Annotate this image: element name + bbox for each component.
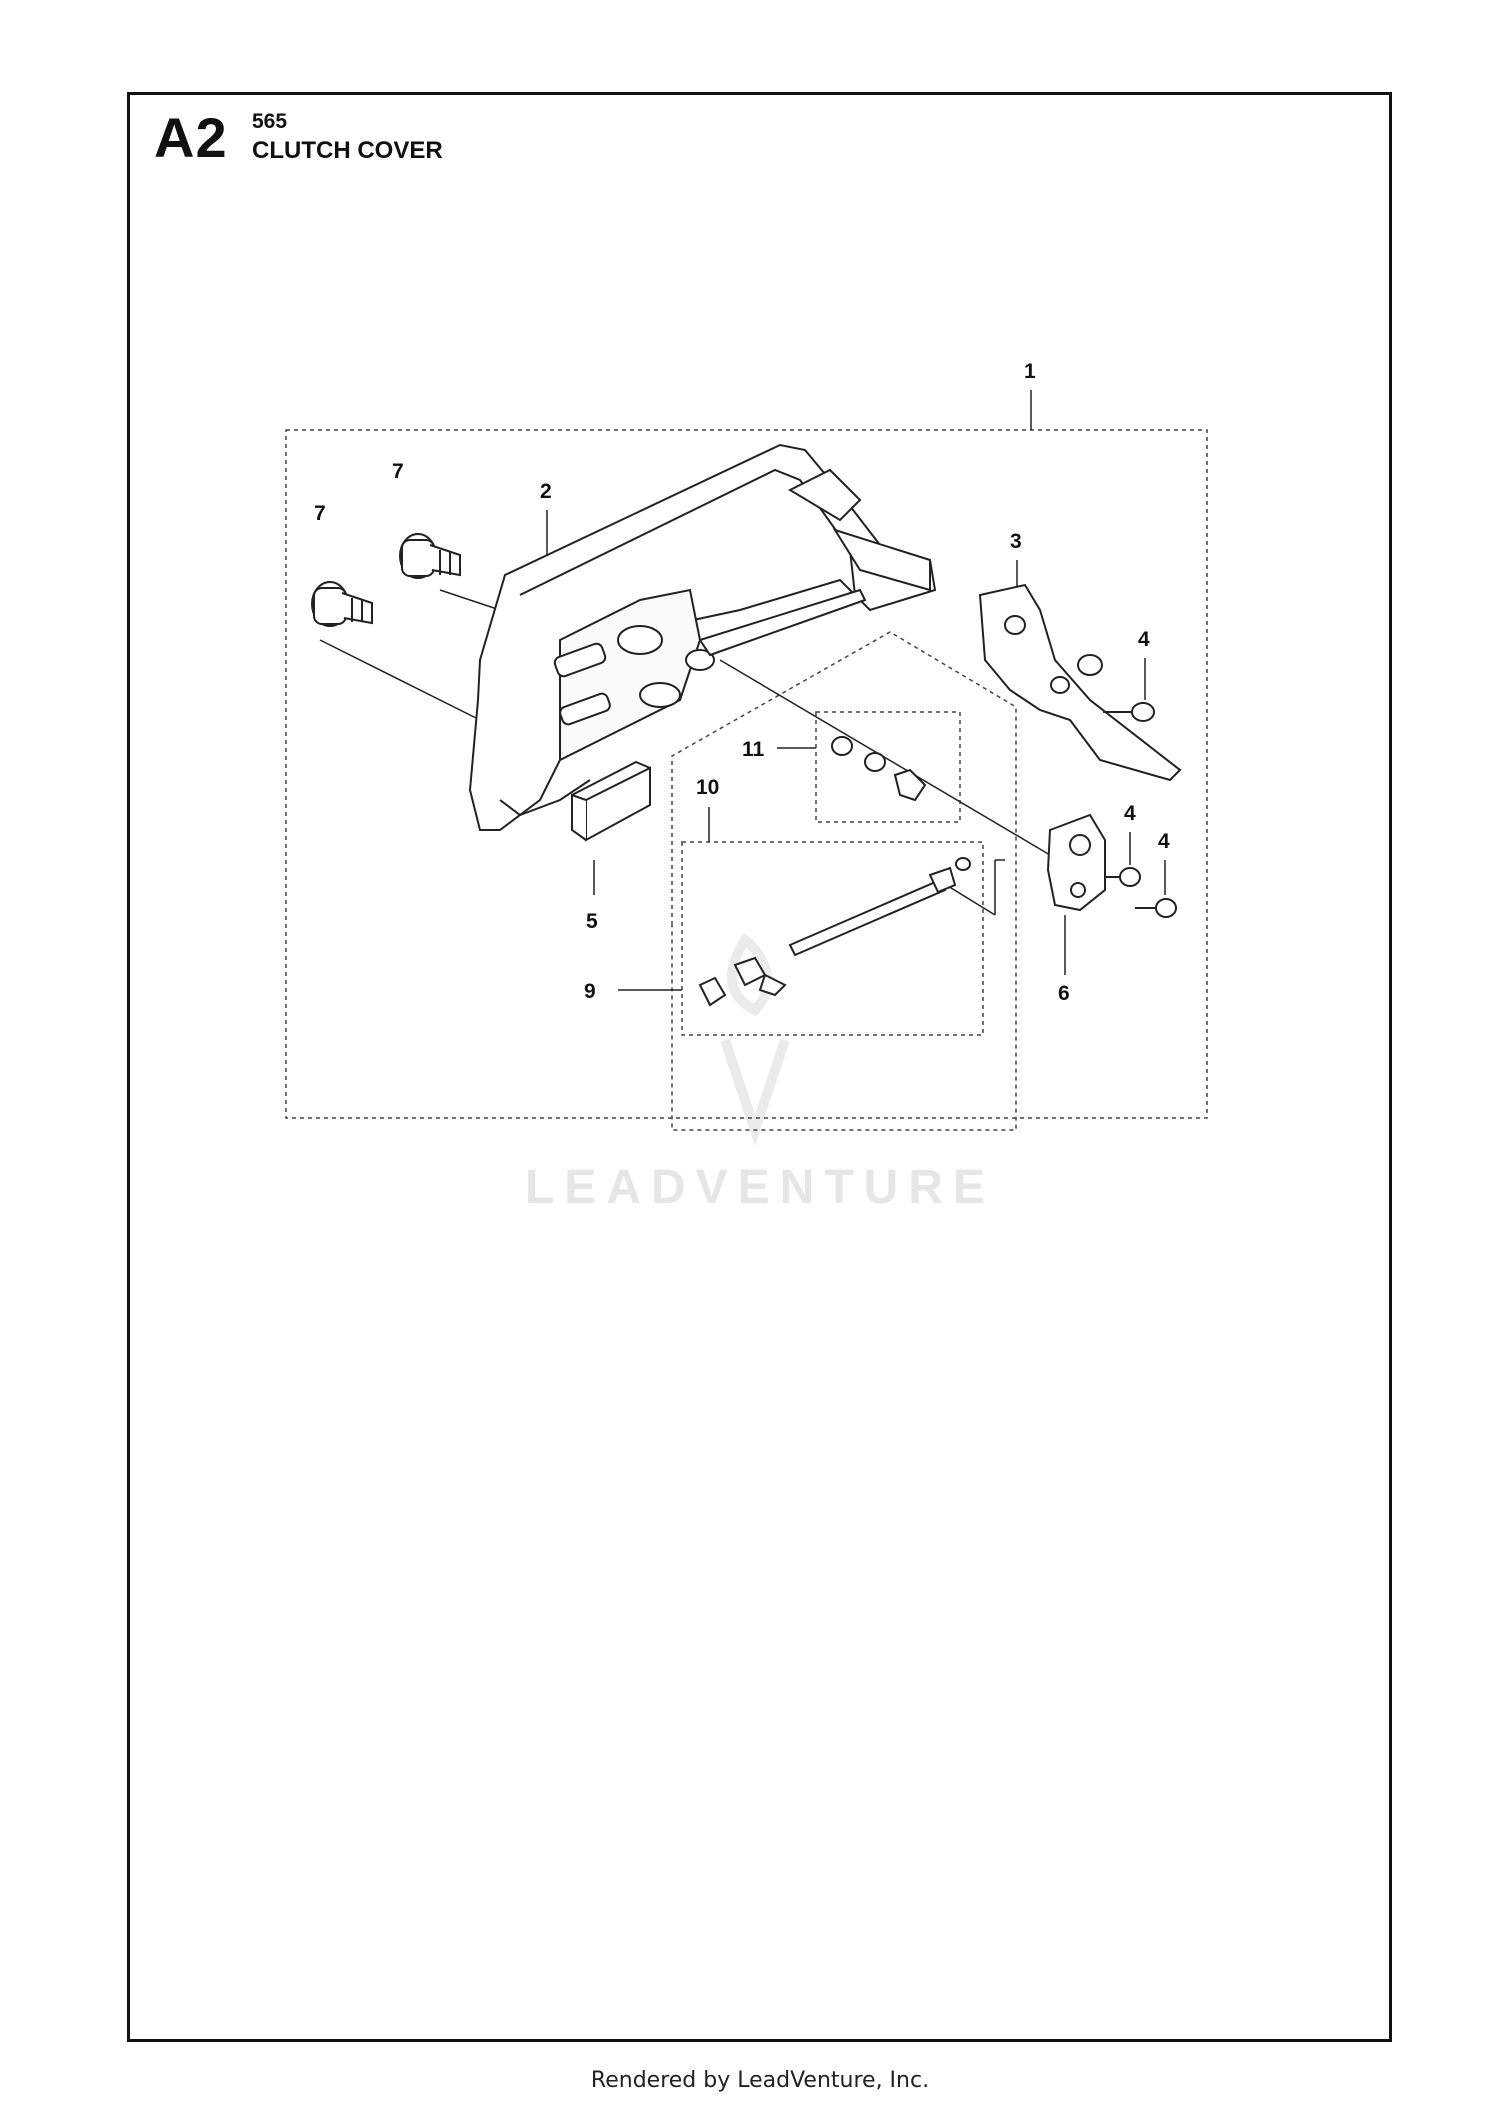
part-5-pad xyxy=(571,760,651,842)
part-2-clutch-cover xyxy=(468,443,937,831)
part-11-hardware xyxy=(831,736,927,802)
callout-11: 11 xyxy=(742,738,765,761)
section-title: CLUTCH COVER xyxy=(252,137,443,164)
callout-5: 5 xyxy=(586,910,598,933)
kit-box-10 xyxy=(681,841,984,1036)
drawing-frame xyxy=(127,92,1392,2042)
callout-7-lower: 7 xyxy=(314,502,326,525)
part-7-cap-upper xyxy=(399,533,461,579)
part-7-cap-lower xyxy=(311,581,373,627)
kit-box-11 xyxy=(815,711,961,823)
assembly-box-outer xyxy=(671,631,1017,1131)
watermark: LEADVENTURE xyxy=(524,1161,996,1214)
part-4-screws xyxy=(1103,702,1177,918)
callout-7-upper: 7 xyxy=(392,460,404,483)
callout-2: 2 xyxy=(540,480,552,503)
assembly-box-1 xyxy=(285,429,1208,1119)
callout-3: 3 xyxy=(1010,530,1022,553)
part-10-tensioner xyxy=(733,857,971,997)
part-9-nut xyxy=(698,976,727,1007)
callout-labels: 1 2 3 4 4 4 5 6 7 7 9 10 11 xyxy=(314,360,1170,1005)
group-boxes xyxy=(285,429,1208,1131)
leader-lines xyxy=(319,390,1166,991)
model-number: 565 xyxy=(252,110,288,133)
callout-9: 9 xyxy=(584,980,596,1003)
callout-6: 6 xyxy=(1058,982,1070,1005)
part-3-plate xyxy=(978,583,1182,782)
callout-4-mid: 4 xyxy=(1124,802,1136,825)
callout-4-right: 4 xyxy=(1158,830,1170,853)
callout-10: 10 xyxy=(696,776,719,799)
part-6-bracket xyxy=(1046,813,1106,912)
footer-credit: Rendered by LeadVenture, Inc. xyxy=(590,2068,930,2093)
section-code: A2 xyxy=(154,106,228,169)
callout-1: 1 xyxy=(1024,360,1036,383)
callout-4-upper: 4 xyxy=(1138,628,1150,651)
